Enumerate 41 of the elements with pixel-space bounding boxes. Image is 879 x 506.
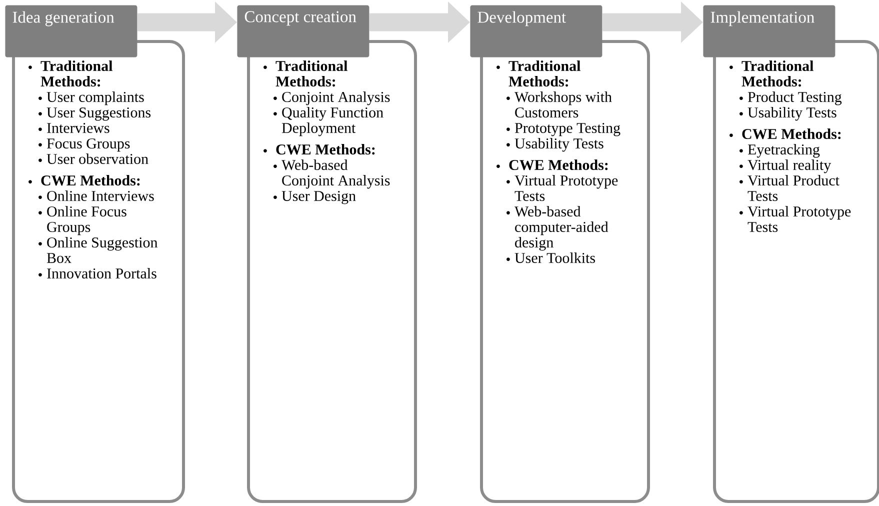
list-item: Usability Tests [514,138,604,152]
content-box [713,40,879,503]
header-tab: Development [470,5,602,58]
list-heading: Traditional Methods: [508,60,580,87]
list-item: Online Interviews [47,190,154,202]
header-tab: Implementation [703,5,836,58]
list-item: Online Focus Groups [47,206,126,236]
list-item: User Toolkits [514,252,595,264]
list-item: Interviews [47,122,110,134]
list-item: Web-based computer-aided design [514,206,608,251]
list-item: Web-based Conjoint Analysis [282,160,390,189]
list-item: Product Testing [748,92,842,106]
list-item: Conjoint Analysis [282,92,390,106]
content-box [12,40,185,503]
list-item: Workshops with Customers [514,92,612,118]
list-item: Prototype Testing [514,122,620,136]
list-heading: CWE Methods: [742,128,841,140]
header-tab: Concept creation [237,5,370,58]
list-heading: Traditional Methods: [276,60,348,87]
list-item: Virtual reality [748,160,832,174]
list-item: Usability Tests [748,107,836,121]
list-heading: Traditional Methods: [742,60,814,87]
list-heading: CWE Methods: [276,144,375,155]
list-item: Innovation Portals [47,268,156,279]
list-heading: CWE Methods: [41,175,140,186]
list-heading: Traditional Methods: [40,60,112,87]
content-box [247,40,417,503]
header-tab: Idea generation [5,5,138,58]
list-item: User observation [46,154,148,164]
list-item: User Design [282,190,356,204]
list-item: User Suggestions [46,107,151,121]
list-item: Virtual Prototype Tests [514,175,618,202]
list-item: Virtual Product Tests [748,175,840,202]
list-item: User complaints [46,92,144,106]
list-item: Quality Function Deployment [282,107,384,136]
list-item: Eyetracking [748,144,820,158]
list-heading: CWE Methods: [509,160,608,170]
list-item: Online Suggestion Box [46,237,158,264]
list-item: Virtual Prototype Tests [748,206,851,232]
list-item: Focus Groups [46,138,130,152]
content-box [480,40,650,503]
